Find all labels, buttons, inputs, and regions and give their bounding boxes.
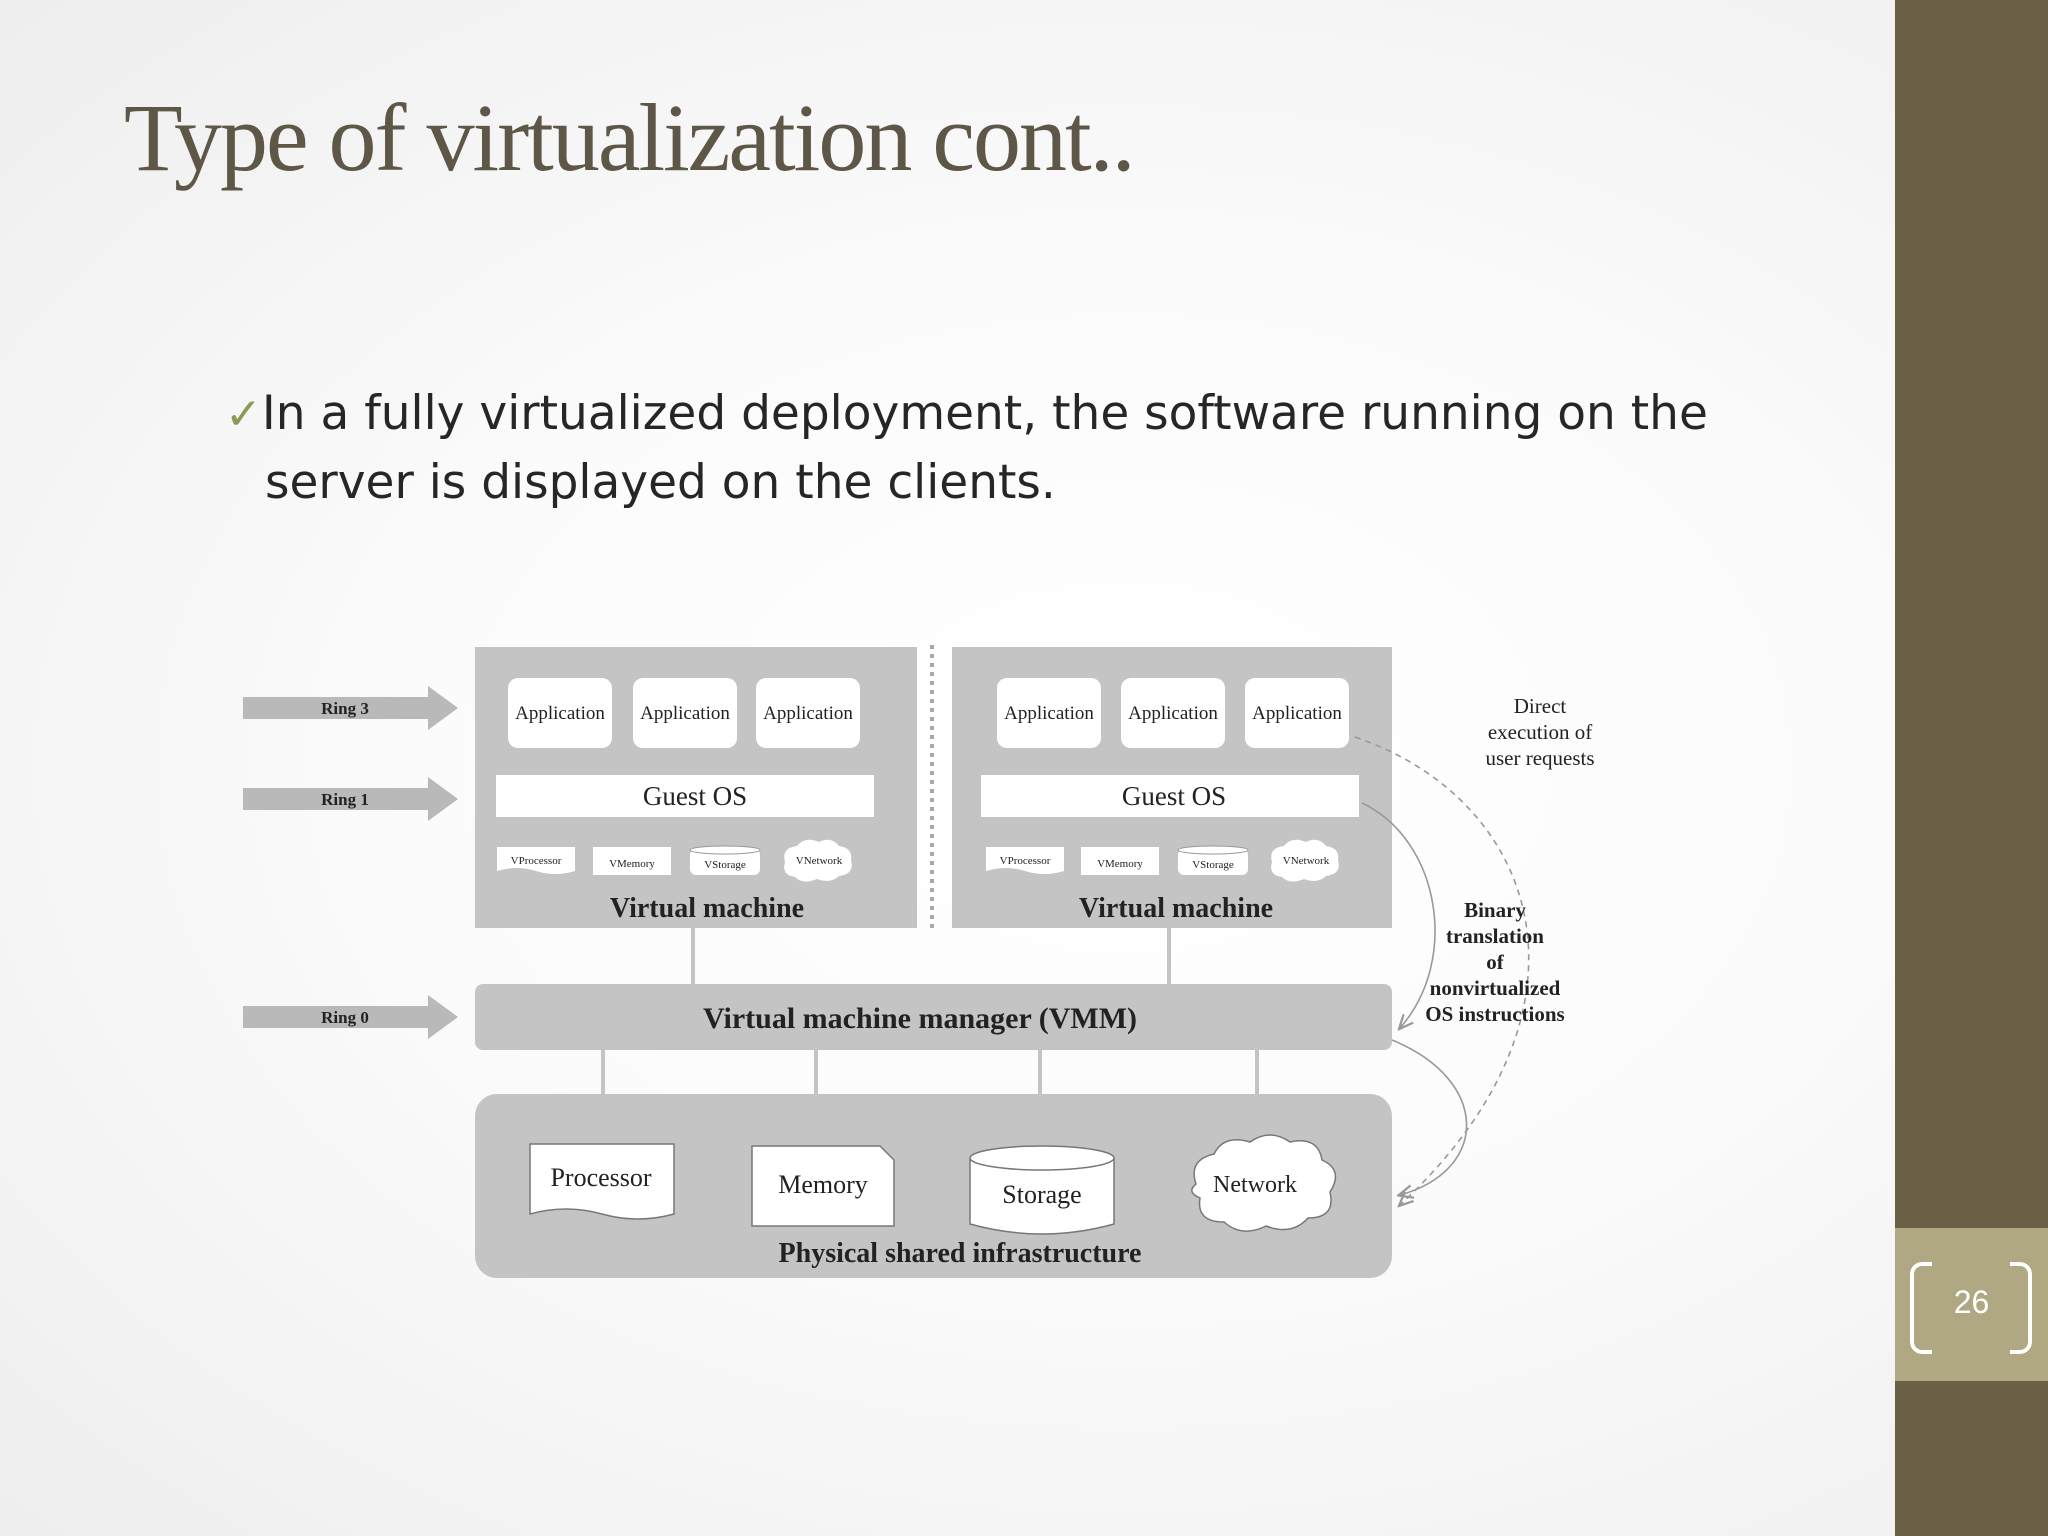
svg-text:execution of: execution of [1488, 720, 1592, 744]
ring3-arrow: Ring 3 [243, 686, 458, 730]
svg-text:Application: Application [1004, 703, 1094, 724]
vm2-label: Virtual machine [1079, 893, 1273, 924]
svg-text:Application: Application [515, 703, 605, 724]
svg-text:Application: Application [1252, 703, 1342, 724]
vm1-guest-os: Guest OS [496, 775, 874, 817]
svg-text:Guest OS: Guest OS [1122, 781, 1226, 811]
vm1-vstorage: VStorage [689, 845, 761, 875]
direct-execution-note: Direct execution of user requests [1485, 694, 1594, 770]
vm1-app-2: Application [633, 678, 737, 748]
vmm-bar: Virtual machine manager (VMM) [475, 984, 1392, 1050]
physical-infrastructure: Processor Memory Storage Network Physica… [475, 1094, 1392, 1278]
svg-text:Network: Network [1213, 1172, 1297, 1198]
ring0-label: Ring 0 [321, 1008, 369, 1027]
vm1-label: Virtual machine [610, 893, 804, 924]
svg-text:Application: Application [763, 703, 853, 724]
vm2-vmemory: VMemory [1081, 847, 1159, 875]
vm2-vnetwork: VNetwork [1271, 839, 1339, 882]
storage-cylinder: Storage [969, 1145, 1115, 1235]
ring0-arrow: Ring 0 [243, 995, 458, 1039]
physical-label: Physical shared infrastructure [779, 1238, 1142, 1269]
svg-text:VProcessor: VProcessor [1000, 855, 1051, 867]
svg-text:of: of [1486, 950, 1505, 974]
svg-text:Binary: Binary [1464, 898, 1526, 922]
vm2-vprocessor: VProcessor [986, 847, 1064, 874]
svg-text:OS instructions: OS instructions [1425, 1002, 1564, 1026]
virtual-machine-1: Application Application Application Gues… [475, 647, 917, 928]
page-number-box [1895, 1228, 2048, 1381]
slide-title: Type of virtualization cont.. [124, 84, 1136, 191]
svg-text:Processor: Processor [550, 1163, 651, 1192]
ring1-label: Ring 1 [321, 790, 369, 809]
vm2-guest-os: Guest OS [981, 775, 1359, 817]
virtual-machine-2: Application Application Application Gues… [952, 647, 1392, 928]
vm2-vstorage: VStorage [1177, 845, 1249, 875]
binary-translation-arrow-2 [1391, 1039, 1468, 1195]
bullet-text: In a fully virtualized deployment, the s… [261, 386, 1708, 510]
vm1-vmemory: VMemory [593, 847, 671, 875]
svg-text:Direct: Direct [1514, 694, 1567, 718]
vm1-app-1: Application [508, 678, 612, 748]
svg-text:Application: Application [1128, 703, 1218, 724]
svg-text:translation: translation [1446, 924, 1544, 948]
svg-text:VNetwork: VNetwork [796, 855, 843, 867]
network-cloud: Network [1191, 1134, 1337, 1232]
svg-text:VProcessor: VProcessor [511, 855, 562, 867]
svg-text:user requests: user requests [1485, 746, 1594, 770]
bullet-point: ✓In a fully virtualized deployment, the … [225, 380, 1785, 517]
svg-text:VNetwork: VNetwork [1283, 855, 1330, 867]
svg-text:VMemory: VMemory [609, 858, 655, 870]
svg-text:Storage: Storage [1002, 1180, 1081, 1209]
page-number: 26 [1953, 1284, 1990, 1320]
svg-text:VMemory: VMemory [1097, 858, 1143, 870]
vm2-app-2: Application [1121, 678, 1225, 748]
vm2-app-1: Application [997, 678, 1101, 748]
svg-text:VStorage: VStorage [704, 859, 746, 871]
memory-box: Memory [751, 1145, 895, 1227]
direct-execution-arrow [1354, 736, 1530, 1205]
vm2-app-3: Application [1245, 678, 1349, 748]
binary-translation-arrow-1 [1361, 802, 1436, 1028]
binary-translation-note: Binary translation of nonvirtualized OS … [1425, 898, 1564, 1026]
page-number-bracket [1910, 1262, 2032, 1354]
vm1-vnetwork: VNetwork [784, 839, 852, 882]
svg-text:VStorage: VStorage [1192, 859, 1234, 871]
checkmark-icon: ✓ [225, 389, 262, 440]
processor-box: Processor [529, 1143, 675, 1220]
vm1-vprocessor: VProcessor [497, 847, 575, 874]
vmm-label: Virtual machine manager (VMM) [703, 1002, 1137, 1035]
svg-text:Application: Application [640, 703, 730, 724]
ring3-label: Ring 3 [321, 699, 369, 718]
svg-text:Guest OS: Guest OS [643, 781, 747, 811]
svg-text:Memory: Memory [778, 1170, 868, 1199]
ring1-arrow: Ring 1 [243, 777, 458, 821]
vm1-app-3: Application [756, 678, 860, 748]
svg-text:nonvirtualized: nonvirtualized [1430, 976, 1561, 1000]
